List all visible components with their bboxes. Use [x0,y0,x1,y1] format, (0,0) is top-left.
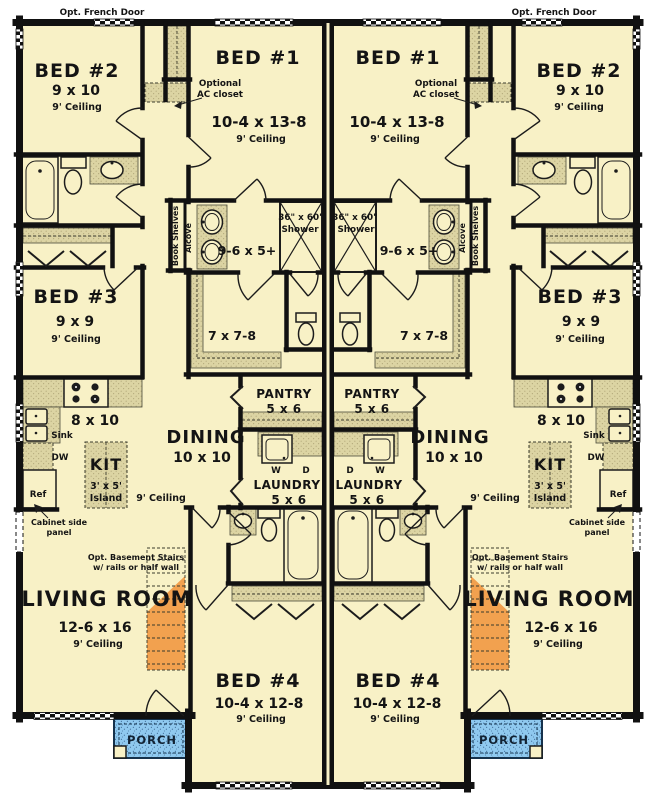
washer-label: W [375,466,385,476]
dryer-label: D [302,466,309,476]
bed4-dims: 10-4 x 12-8 [215,696,304,712]
kit-island-size: 3' x 5' [90,481,122,492]
bed3-name: BED #3 [538,286,623,308]
alcove-note: Alcove [458,223,467,253]
living-dims: 12-6 x 16 [524,620,597,636]
pantry-name: PANTRY [256,387,311,401]
living-ceiling: 9' Ceiling [533,639,583,650]
unit-labels-right: Opt. French Door BED #2 9 x 10 9' Ceilin… [332,8,634,747]
opt-french-door-note: Opt. French Door [512,8,597,18]
dining-name: DINING [410,427,489,448]
bed3-dims: 9 x 9 [562,314,600,330]
bed2-dims: 9 x 10 [556,83,604,99]
laundry-name: LAUNDRY [335,478,402,492]
book-shelves-note: Book Shelves [171,206,180,266]
stairs-note-2: w/ rails or half wall [93,563,179,572]
kit-island-label: KIT [90,455,122,474]
bed4-dims: 10-4 x 12-8 [353,696,442,712]
pantry-dims: 5 x 6 [266,402,301,416]
shower-size: 36" x 60" [332,213,377,223]
kit-island-word: Island [534,493,566,504]
bed2-dims: 9 x 10 [52,83,100,99]
dw-label: DW [587,453,604,463]
shower-label: Shower [337,225,375,235]
bed2-ceiling: 9' Ceiling [52,102,102,113]
sink-label: Sink [51,431,74,441]
unit-labels-left: Opt. French Door BED #2 9 x 10 9' Ceilin… [21,8,323,747]
bed3-ceiling: 9' Ceiling [51,334,101,345]
bed1-name: BED #1 [216,47,301,69]
bed3-dims: 9 x 9 [56,314,94,330]
porch-label: PORCH [127,733,177,747]
bed4-ceiling: 9' Ceiling [236,714,286,725]
living-dims: 12-6 x 16 [58,620,131,636]
bed4-name: BED #4 [356,670,441,692]
bed1-dims: 10-4 x 13-8 [349,113,444,131]
ref-label: Ref [610,490,627,500]
ac-closet-note-2: AC closet [197,90,243,100]
bed1-dims: 10-4 x 13-8 [211,113,306,131]
ac-closet-note-1: Optional [415,79,457,89]
laundry-dims: 5 x 6 [349,493,384,507]
stairs-note-2: w/ rails or half wall [477,563,563,572]
porch-label: PORCH [479,733,529,747]
sink-label: Sink [583,431,606,441]
dining-name: DINING [166,427,245,448]
master-bath-dims: 9-6 x 5+ [380,243,439,258]
kitchen-dims: 8 x 10 [537,413,585,429]
party-wall [322,19,334,789]
master-bath-dims: 9-6 x 5+ [218,243,277,258]
washer-label: W [271,466,281,476]
ref-label: Ref [30,490,47,500]
dw-label: DW [51,453,68,463]
pantry-name: PANTRY [344,387,399,401]
dining-dims: 10 x 10 [425,450,483,466]
kit-island-word: Island [90,493,122,504]
living-name: LIVING ROOM [21,587,192,611]
ac-closet-note-2: AC closet [413,90,459,100]
dining-dims: 10 x 10 [173,450,231,466]
kitchen-dims: 8 x 10 [71,413,119,429]
living-name: LIVING ROOM [463,587,634,611]
stairs-note-1: Opt. Basement Stairs [88,553,185,562]
kit-island-size: 3' x 5' [534,481,566,492]
walkin-closet-dims: 7 x 7-8 [400,328,448,343]
bed2-name: BED #2 [35,60,120,82]
kit-island-label: KIT [534,455,566,474]
alcove-note: Alcove [184,223,193,253]
bed4-ceiling: 9' Ceiling [370,714,420,725]
cabinet-note-2: panel [585,528,610,537]
bed3-name: BED #3 [34,286,119,308]
book-shelves-note: Book Shelves [471,206,480,266]
ac-closet-note-1: Optional [199,79,241,89]
bed4-name: BED #4 [216,670,301,692]
shower-size: 36" x 60" [278,213,323,223]
bed2-name: BED #2 [537,60,622,82]
walkin-closet-dims: 7 x 7-8 [208,328,256,343]
dining-ceiling: 9' Ceiling [470,493,520,504]
pantry-dims: 5 x 6 [354,402,389,416]
bed1-ceiling: 9' Ceiling [236,134,286,145]
dining-ceiling: 9' Ceiling [136,493,186,504]
laundry-dims: 5 x 6 [271,493,306,507]
living-ceiling: 9' Ceiling [73,639,123,650]
bed3-ceiling: 9' Ceiling [555,334,605,345]
dryer-label: D [346,466,353,476]
cabinet-note-1: Cabinet side [569,518,626,527]
cabinet-note-1: Cabinet side [31,518,88,527]
stairs-note-1: Opt. Basement Stairs [472,553,569,562]
bed1-ceiling: 9' Ceiling [370,134,420,145]
laundry-name: LAUNDRY [253,478,320,492]
cabinet-note-2: panel [47,528,72,537]
opt-french-door-note: Opt. French Door [60,8,145,18]
bed1-name: BED #1 [356,47,441,69]
shower-label: Shower [281,225,319,235]
bed2-ceiling: 9' Ceiling [554,102,604,113]
